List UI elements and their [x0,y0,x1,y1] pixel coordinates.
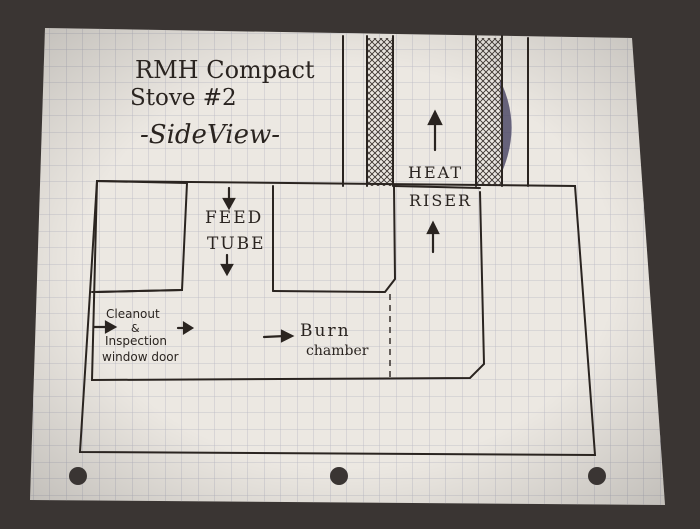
binder-hole-left [69,467,87,485]
cleanout-label-4: window door [102,350,179,364]
stove-outer-casing [78,179,597,457]
cleanout-label-1: Cleanout [106,307,160,321]
title-line-3: -SideView- [140,120,280,150]
graph-paper-sheet [30,28,665,505]
title-line-1: RMH Compact [135,56,315,84]
feed-tube-label-2: TUBE [207,234,266,254]
cleanout-label-3: Inspection [105,334,167,348]
binder-hole-right [588,467,606,485]
burn-chamber-label-1: Burn [300,321,351,341]
burn-chamber-label-2: chamber [306,343,369,359]
heat-riser-label-2: RISER [409,191,472,210]
riser-insulation-left [367,38,393,186]
binder-hole-center [330,467,348,485]
cleanout-label-2: & [131,322,140,335]
feed-tube-label-1: FEED [205,208,263,228]
title-line-2: Stove #2 [130,85,237,111]
heat-riser-label-1: HEAT [408,163,463,182]
riser-insulation-right [476,38,502,186]
